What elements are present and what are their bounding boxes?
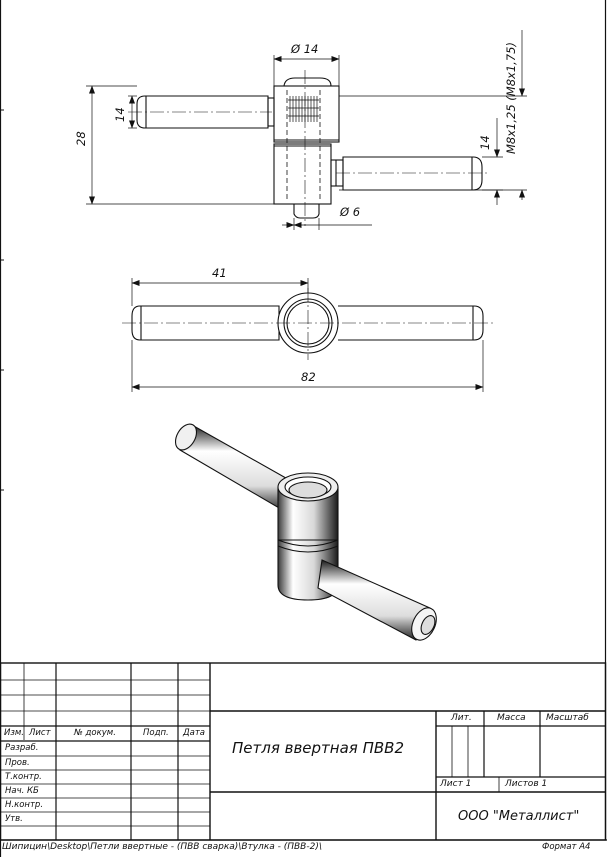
drawing-title: Петля ввертная ПВВ2 bbox=[232, 739, 404, 757]
dim-hole-dia: Ø 14 bbox=[291, 42, 319, 56]
dim-pin-left: 14 bbox=[113, 107, 127, 122]
isometric-view bbox=[174, 423, 437, 641]
row-tkontr: Т.контр. bbox=[5, 772, 42, 782]
sheet-format: Формат А4 bbox=[542, 842, 591, 852]
front-centerlines bbox=[128, 70, 490, 226]
title-block-grid bbox=[0, 662, 607, 841]
hdr-izm: Изм. bbox=[4, 728, 24, 738]
row-prov: Пров. bbox=[5, 758, 30, 768]
row-nach-kb: Нач. КБ bbox=[5, 786, 39, 796]
sheets-total: Листов 1 bbox=[505, 779, 548, 789]
top-dimensions bbox=[131, 278, 484, 392]
top-centerlines bbox=[122, 288, 493, 360]
mass-label: Масса bbox=[497, 713, 526, 723]
dim-pin-right-text: 14 bbox=[478, 135, 492, 150]
dim-height-text: 28 bbox=[74, 131, 88, 146]
dim-thread: M8x1,25 (M8x1,75) bbox=[504, 42, 518, 154]
dim-pin-left-text: 14 bbox=[113, 107, 127, 122]
dim-total-length: 82 bbox=[301, 370, 316, 384]
front-dimensions bbox=[86, 30, 527, 230]
dim-pin-right: 14 bbox=[478, 135, 492, 150]
scale-label: Масштаб bbox=[546, 713, 589, 723]
row-utv: Утв. bbox=[5, 814, 23, 824]
dim-half-length: 41 bbox=[212, 266, 227, 280]
hdr-podp: Подп. bbox=[143, 728, 169, 738]
hdr-data: Дата bbox=[183, 728, 206, 738]
file-path: Шипицин\Desktop\Петли ввертные - (ПВВ св… bbox=[2, 842, 322, 852]
company-name: ООО "Металлист" bbox=[458, 809, 580, 824]
lit-label: Лит. bbox=[451, 713, 472, 723]
row-razrab: Разраб. bbox=[5, 743, 39, 753]
hdr-doc: № докум. bbox=[74, 728, 116, 738]
row-nkontr: Н.контр. bbox=[5, 800, 44, 810]
sheet-number: Лист 1 bbox=[440, 779, 472, 789]
hdr-list: Лист bbox=[29, 728, 51, 738]
dim-pin-dia: Ø 6 bbox=[340, 205, 361, 219]
dim-thread-text: M8x1,25 (M8x1,75) bbox=[504, 42, 518, 154]
front-view bbox=[136, 77, 483, 219]
